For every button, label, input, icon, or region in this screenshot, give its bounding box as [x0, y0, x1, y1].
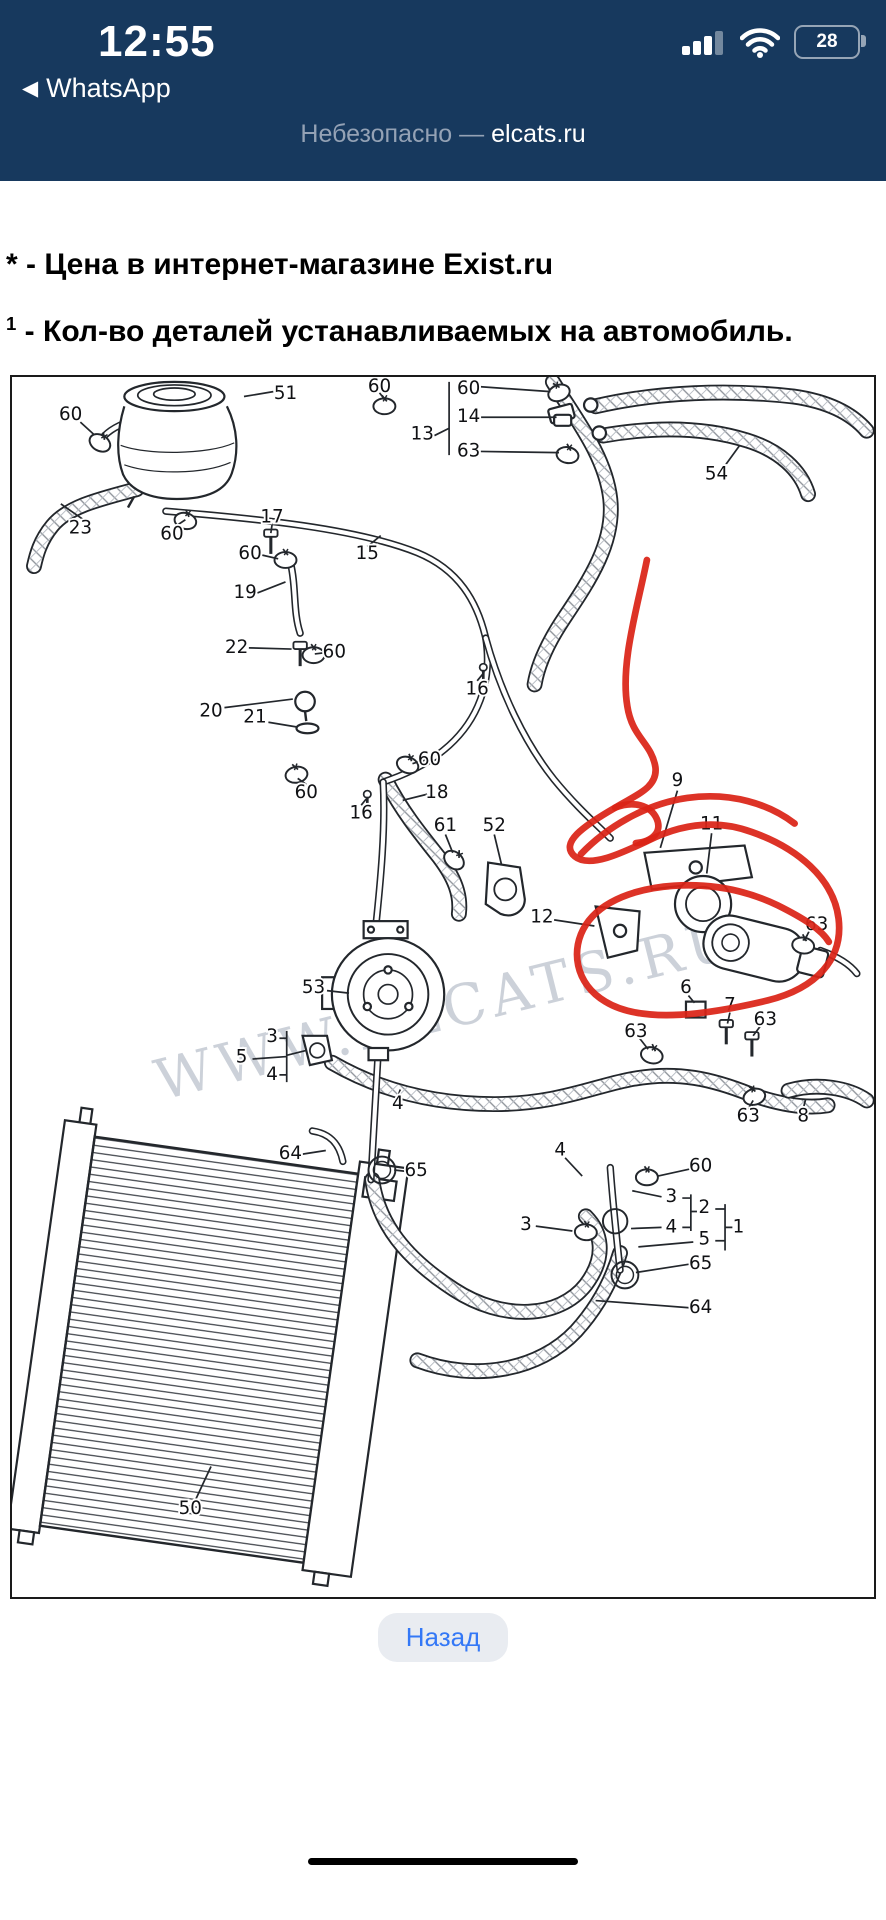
back-app-label: WhatsApp [46, 72, 171, 103]
part-label-5: 5 [236, 1047, 248, 1068]
back-button[interactable]: Назад [377, 1613, 509, 1662]
battery-percent: 28 [816, 31, 838, 52]
note-price: * - Цена в интернет-магазине Exist.ru [6, 248, 554, 281]
part-label-3: 3 [266, 1026, 278, 1047]
radiator [12, 1106, 410, 1588]
coolant-pump [321, 920, 446, 1062]
aux-water-pump [594, 844, 830, 1019]
coolant-pipes [93, 419, 861, 1274]
part-label-51: 51 [274, 383, 297, 404]
part-label-16: 16 [350, 803, 373, 824]
part-label-1: 1 [733, 1216, 745, 1237]
part-label-64: 64 [279, 1143, 302, 1164]
part-label-15: 15 [356, 543, 379, 564]
back-chevron-icon: ◀ [22, 76, 39, 100]
part-label-60: 60 [323, 642, 346, 663]
expansion-tank [117, 380, 238, 509]
part-label-64: 64 [689, 1297, 712, 1318]
battery-indicator: 28 [794, 25, 866, 59]
part-label-12: 12 [530, 906, 553, 927]
part-label-50: 50 [179, 1498, 202, 1519]
part-label-13: 13 [411, 423, 434, 444]
status-bar: 12:55 28 ◀ WhatsApp Небезопасно — elcats [0, 0, 886, 181]
part-label-18: 18 [425, 782, 448, 803]
part-label-5: 5 [698, 1229, 710, 1250]
parts-diagram: WWW.ELCATS.RU [10, 375, 876, 1599]
part-label-4: 4 [392, 1093, 404, 1114]
wifi-icon [740, 27, 780, 58]
part-label-22: 22 [225, 637, 248, 658]
part-label-60: 60 [160, 523, 183, 544]
elbow-connector [301, 1034, 334, 1067]
note-quantity: 1 - Кол-во деталей устанавливаемых на ав… [6, 313, 793, 348]
cellular-signal-icon [682, 31, 723, 55]
part-label-65: 65 [404, 1160, 427, 1181]
part-label-60: 60 [418, 749, 441, 770]
part-label-53: 53 [302, 977, 325, 998]
sensor-20 [294, 690, 320, 735]
part-label-20: 20 [199, 700, 222, 721]
part-label-60: 60 [295, 782, 318, 803]
part-label-63: 63 [754, 1009, 777, 1030]
red-highlight-scribble [566, 556, 843, 1019]
clock: 12:55 [98, 17, 216, 66]
part-label-4: 4 [266, 1064, 278, 1085]
part-label-23: 23 [69, 517, 92, 538]
part-label-3: 3 [520, 1214, 532, 1235]
top-connectors [547, 397, 608, 441]
back-to-whatsapp-link[interactable]: ◀ WhatsApp [0, 70, 886, 106]
part-label-16: 16 [466, 678, 489, 699]
part-label-6: 6 [680, 977, 692, 998]
part-label-54: 54 [705, 464, 728, 485]
security-warning-label: Небезопасно — [300, 120, 485, 148]
part-label-63: 63 [737, 1105, 760, 1126]
part-label-17: 17 [260, 506, 283, 527]
part-label-19: 19 [234, 582, 257, 603]
part-label-52: 52 [483, 815, 506, 836]
part-label-60: 60 [238, 543, 261, 564]
part-label-60: 60 [368, 377, 391, 397]
part-label-60: 60 [59, 404, 82, 425]
part-label-60: 60 [689, 1155, 712, 1176]
clamps-and-fasteners [85, 377, 817, 1290]
part-label-3: 3 [665, 1186, 677, 1207]
part-label-9: 9 [672, 770, 684, 791]
part-label-21: 21 [243, 706, 266, 727]
part-label-2: 2 [698, 1197, 710, 1218]
home-indicator[interactable] [308, 1858, 578, 1865]
part-label-14: 14 [457, 406, 480, 427]
part-label-4: 4 [554, 1139, 566, 1160]
part-label-8: 8 [797, 1105, 809, 1126]
part-label-63: 63 [624, 1021, 647, 1042]
footnotes: * - Цена в интернет-магазине Exist.ru 1 … [0, 181, 886, 350]
part-label-4: 4 [665, 1216, 677, 1237]
bracket-52 [484, 861, 526, 917]
part-label-61: 61 [434, 815, 457, 836]
url-bar[interactable]: Небезопасно — elcats.ru [0, 120, 886, 149]
part-label-65: 65 [689, 1253, 712, 1274]
part-label-63: 63 [457, 440, 480, 461]
site-domain: elcats.ru [491, 120, 586, 148]
part-label-60: 60 [457, 378, 480, 399]
